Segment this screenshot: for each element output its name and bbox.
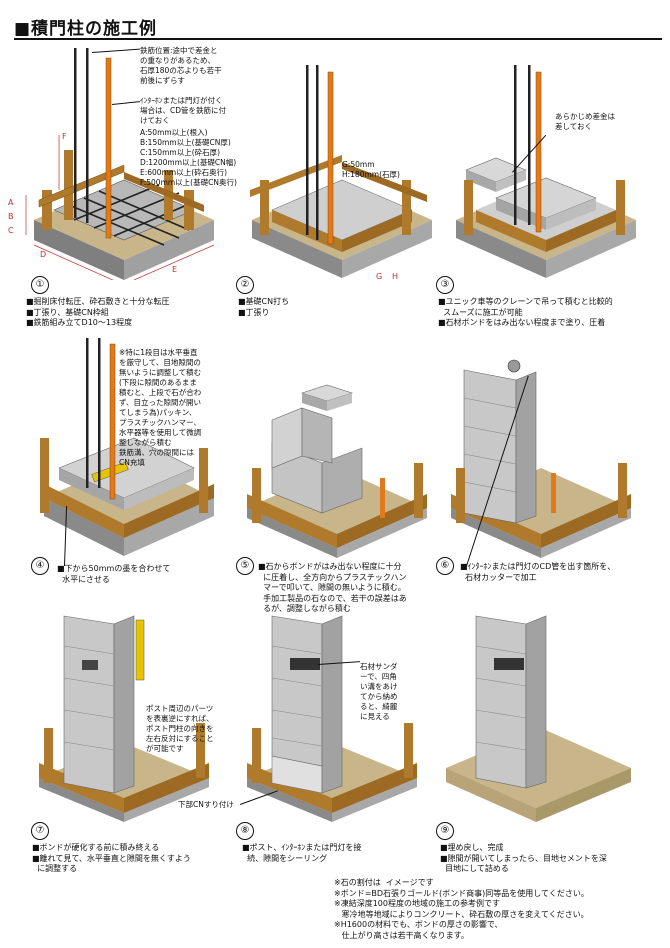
step-4-number: ④ (31, 557, 49, 575)
cn-bottom-label: 下部CNすり付け (178, 800, 234, 810)
step-6-illustration (436, 338, 646, 558)
dimension-letter-d: D (40, 250, 46, 259)
dimension-letter-e: E (172, 265, 177, 274)
step-2-number: ② (236, 276, 254, 294)
step-7-number: ⑦ (31, 822, 49, 840)
rebar-position-note: 鉄筋位置:途中で差金と の重なりがあるため、 石厚180の芯よりも若干 前後にず… (140, 46, 222, 86)
dimension-list: A:50mm以上(根入) B:150mm以上(基礎CN厚) C:150mm以上(… (140, 128, 237, 188)
post-parts-note: ポスト周辺のパーツ を表裏逆にすれば、 ポスト門柱の向きを 左右反対にすること … (146, 704, 214, 754)
g-h-dimensions: G:50mm H:180mm(石厚) (342, 160, 400, 180)
dimension-letter-h: H (392, 272, 398, 281)
sashigane-note: あらかじめ差金は 差しておく (555, 112, 615, 132)
step-1-number: ① (31, 276, 49, 294)
step-8-number: ⑧ (236, 822, 254, 840)
cd-pipe-note: ｲﾝﾀｰﾎﾝまたは門灯が付く 場合は、CD管を鉄筋に付 けておく (140, 96, 226, 126)
footer-notes: ※石の割付は イメージです ※ボンド=BD石張りゴールド(ボンド商事)同等品を使… (334, 878, 589, 941)
step-6-caption: ■ｲﾝﾀｰﾎﾝまたは門灯のCD管を出す箇所を、 石材カッターで加工 (460, 562, 615, 583)
step-2-illustration (232, 60, 442, 280)
dimension-letter-f: F (62, 132, 67, 141)
first-course-note: ※特に1段目は水平垂直 を厳守して、目地隙間の 無いように調整して積む (下段に… (119, 348, 201, 468)
dimension-letter-b: B (8, 212, 14, 221)
step-4-caption: ■下から50mmの墨を合わせて 水平にさせる (57, 564, 170, 585)
sander-note: 石材サンダ ーで、四角 い溝をあけ てから納め ると、綺麗 に見える (360, 662, 398, 722)
dimension-letter-g: G (376, 272, 382, 281)
step-7-caption: ■ボンドが硬化する前に積み終える ■離れて見て、水平垂直と隙間を無くすよう に調… (32, 843, 191, 875)
step-9-caption: ■埋め戻し、完成 ■隙間が開いてしまったら、目地セメントを深 目地にして詰める (440, 843, 607, 875)
step-9-illustration (436, 598, 646, 823)
step-8-caption: ■ポスト、ｲﾝﾀｰﾎﾝまたは門灯を接 続、隙間をシーリング (242, 843, 361, 864)
step-3-caption: ■ユニック車等のクレーンで吊って積むと比較的 スムーズに施工が可能 ■石材ボンド… (438, 297, 613, 329)
step-8-illustration (232, 598, 442, 823)
step-6-number: ⑥ (436, 557, 454, 575)
dimension-letter-c: C (8, 226, 14, 235)
step-3-illustration (436, 60, 656, 280)
dimension-letter-a: A (8, 198, 13, 207)
step-1-caption: ■掘削床付転圧、砕石敷きと十分な転圧 ■丁張り、基礎CN枠組 ■鉄筋組み立てD1… (26, 297, 170, 329)
page-title: ■積門柱の施工例 (14, 14, 157, 39)
step-2-caption: ■基礎CN打ち ■丁張り (238, 297, 289, 318)
step-5-illustration (232, 338, 442, 558)
step-9-number: ⑨ (436, 822, 454, 840)
step-3-number: ③ (436, 276, 454, 294)
step-5-number: ⑤ (236, 557, 254, 575)
